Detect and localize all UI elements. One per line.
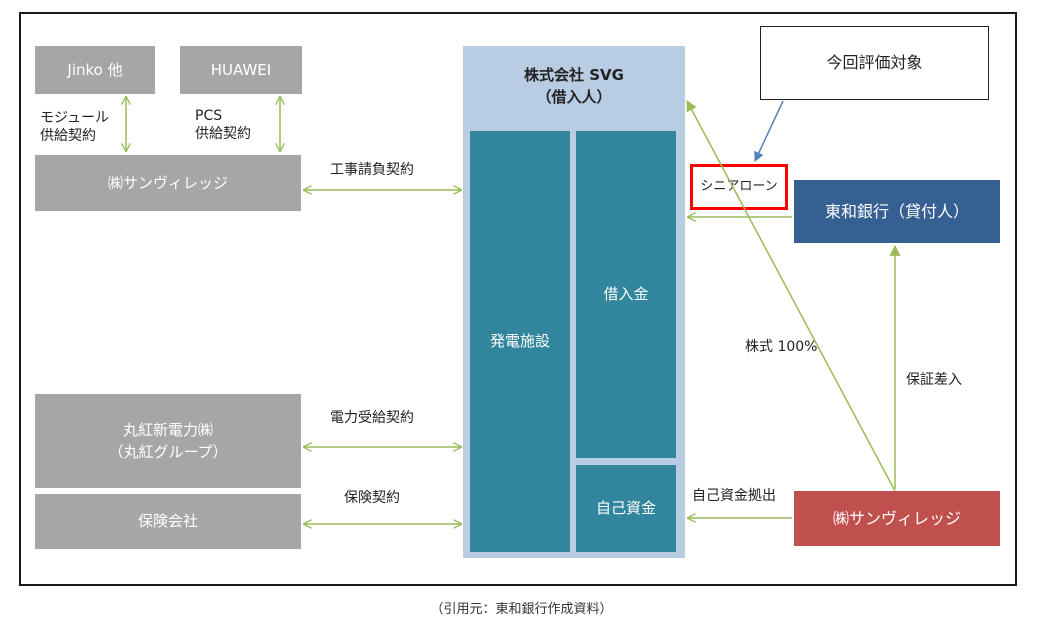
svg-company-role: （借入人） (536, 88, 612, 106)
module-contract-label: モジュール 供給契約 (40, 109, 109, 145)
equity-contribution-label: 自己資金拠出 (692, 488, 776, 504)
pcs-contract-line1: PCS (195, 108, 223, 124)
marubeni-group: （丸紅グループ） (108, 443, 228, 461)
svg-company-title: 株式会社 SVG （借入人） (463, 58, 685, 114)
module-contract-line1: モジュール (40, 110, 110, 126)
svg-company-name: 株式会社 SVG (524, 65, 624, 84)
evaluation-pointer-arrow (754, 100, 784, 162)
insurer-box: 保険会社 (35, 494, 301, 549)
jinko-box: Jinko 他 (35, 46, 155, 94)
shareholding-arrow (686, 100, 896, 492)
bank-lender-box: 東和銀行（貸付人） (794, 180, 1000, 243)
equity-block: 自己資金 (576, 465, 676, 552)
source-caption: （引用元：東和銀行作成資料） (430, 602, 613, 617)
shares-label: 株式 100% (745, 339, 818, 355)
insurance-contract-label: 保険契約 (344, 490, 400, 506)
construction-contract-label: 工事請負契約 (330, 162, 414, 178)
guarantee-label: 保証差入 (906, 372, 962, 388)
plant-block: 発電施設 (470, 131, 570, 552)
pcs-contract-label: PCS 供給契約 (195, 107, 251, 143)
loan-block: 借入金 (576, 131, 676, 458)
sanvillage-contractor-box: ㈱サンヴィレッジ (35, 155, 301, 211)
marubeni-box: 丸紅新電力㈱ （丸紅グループ） (35, 394, 301, 488)
senior-loan-callout: シニアローン (690, 164, 788, 210)
pcs-contract-line2: 供給契約 (195, 126, 251, 143)
power-supply-contract-label: 電力受給契約 (330, 410, 414, 426)
module-contract-line2: 供給契約 (40, 128, 96, 145)
huawei-box: HUAWEI (180, 46, 302, 94)
evaluation-target-box: 今回評価対象 (760, 26, 989, 100)
diagram-frame (19, 12, 1017, 586)
sanvillage-sponsor-box: ㈱サンヴィレッジ (794, 491, 1000, 546)
marubeni-name: 丸紅新電力㈱ (122, 420, 213, 439)
